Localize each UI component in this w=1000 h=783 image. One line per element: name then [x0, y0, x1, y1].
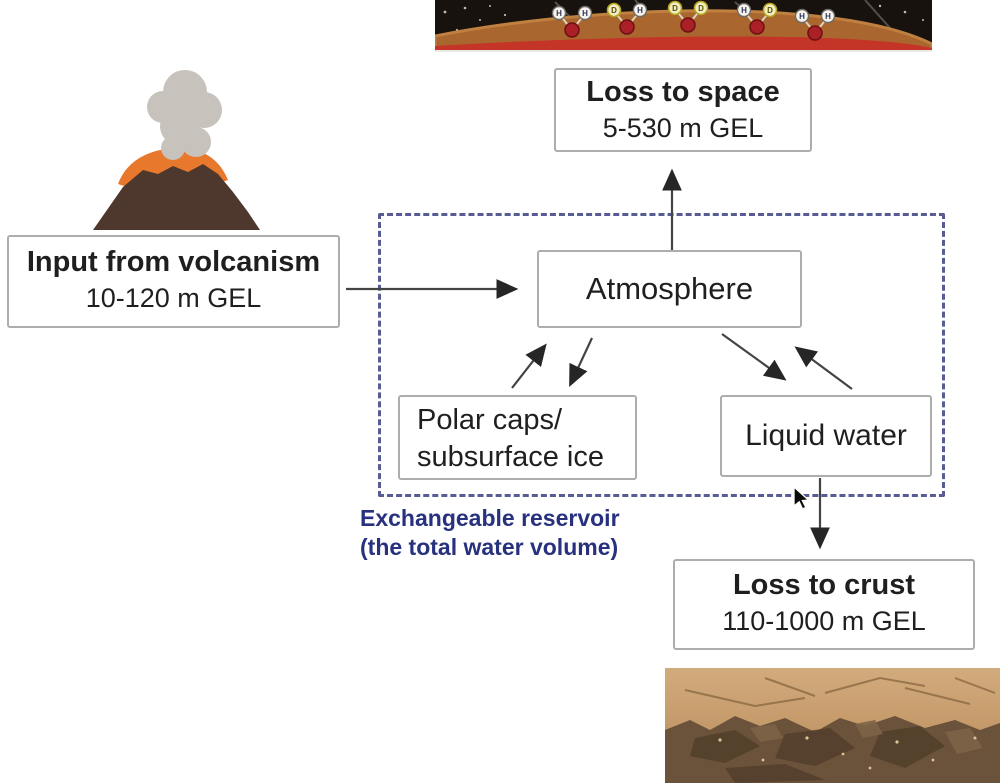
- water-molecule: H H: [791, 7, 839, 43]
- loss-to-space-value: 5-530 m GEL: [602, 112, 764, 143]
- atom-label: D: [767, 6, 773, 15]
- rock-cracks: [684, 676, 996, 708]
- oxygen-atom-icon: [564, 22, 580, 38]
- atmosphere-label: Atmosphere: [585, 271, 754, 306]
- atom-label: D: [698, 4, 704, 13]
- mountain-icon: [93, 164, 260, 230]
- deuterium-atom-icon: [693, 0, 709, 16]
- deuterium-atom-icon: [762, 2, 778, 18]
- oxygen-atom-icon: [680, 17, 696, 33]
- deuterium-atom-icon: [606, 2, 622, 18]
- atom-label: H: [799, 12, 805, 21]
- input-from-volcanism-title: Input from volcanism: [26, 246, 321, 278]
- hydrogen-atom-icon: [736, 2, 752, 18]
- water-molecule: H D: [733, 1, 781, 37]
- mars-crust-rock-image: [665, 668, 1000, 783]
- liquid-water-box: Liquid water: [720, 395, 932, 477]
- exchangeable-reservoir-label: Exchangeable reservoir (the total water …: [360, 504, 620, 562]
- atom-label: D: [611, 6, 617, 15]
- loss-to-crust-value: 110-1000 m GEL: [722, 605, 926, 636]
- atom-label: H: [741, 6, 747, 15]
- hydrogen-atom-icon: [632, 2, 648, 18]
- polar-caps-line2: subsurface ice: [417, 441, 604, 473]
- polar-caps-box: Polar caps/ subsurface ice: [398, 395, 637, 480]
- oxygen-atom-icon: [619, 19, 635, 35]
- oxygen-atom-icon: [749, 19, 765, 35]
- hydrogen-atom-icon: [794, 8, 810, 24]
- oxygen-atom-icon: [807, 25, 823, 41]
- water-molecule: D H: [603, 1, 651, 37]
- atom-label: H: [637, 6, 643, 15]
- atom-label: D: [672, 4, 678, 13]
- hydrogen-atom-icon: [577, 5, 593, 21]
- atmosphere-box: Atmosphere: [537, 250, 802, 328]
- loss-to-crust-title: Loss to crust: [732, 569, 916, 601]
- liquid-water-label: Liquid water: [745, 419, 907, 452]
- water-molecule: H H: [548, 4, 596, 40]
- hydrogen-atom-icon: [820, 8, 836, 24]
- atom-label: H: [825, 12, 831, 21]
- atom-label: H: [556, 9, 562, 18]
- pointer-icon: [793, 485, 810, 510]
- hydrogen-atom-icon: [551, 5, 567, 21]
- planet-red-band: [435, 36, 932, 50]
- volcano-illustration: [88, 62, 268, 232]
- input-from-volcanism-box: Input from volcanism 10-120 m GEL: [7, 235, 340, 328]
- loss-to-space-title: Loss to space: [586, 76, 780, 108]
- input-from-volcanism-value: 10-120 m GEL: [85, 282, 262, 313]
- mouse-cursor: [793, 485, 815, 512]
- loss-to-space-box: Loss to space 5-530 m GEL: [554, 68, 812, 152]
- reservoir-label-line1: Exchangeable reservoir: [360, 505, 620, 531]
- smoke-plume-icon: [147, 70, 222, 160]
- reservoir-label-line2: (the total water volume): [360, 534, 619, 560]
- exchangeable-reservoir-frame: [378, 213, 945, 497]
- atom-label: H: [582, 9, 588, 18]
- deuterium-atom-icon: [667, 0, 683, 16]
- water-molecule: D D: [664, 0, 712, 35]
- mars-atmosphere-escape-image: H H D H D D: [435, 0, 932, 52]
- loss-to-crust-box: Loss to crust 110-1000 m GEL: [673, 559, 975, 650]
- polar-caps-line1: Polar caps/: [417, 404, 563, 436]
